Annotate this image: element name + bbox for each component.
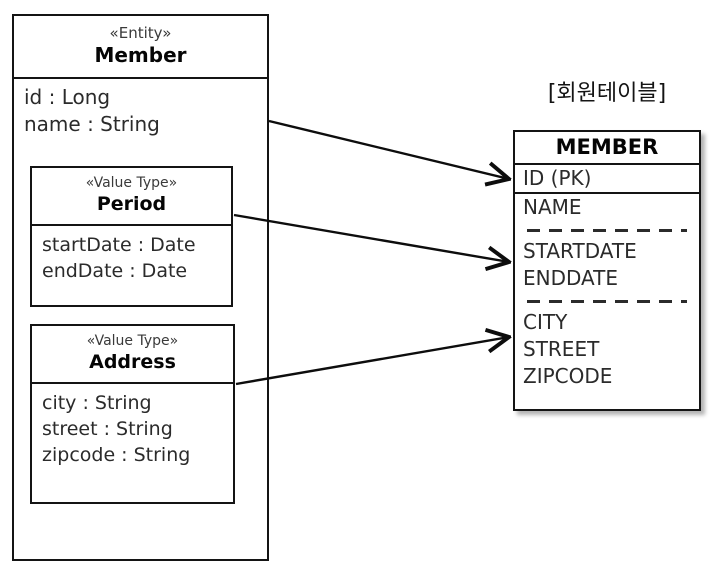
- uml-attribute: id : Long: [24, 85, 111, 109]
- uml-attribute: street : String: [42, 418, 173, 440]
- uml-stereotype-value-type: «Value Type»: [85, 175, 178, 191]
- connector-period-to-startdate: [233, 213, 509, 262]
- db-column-group-separator: [527, 294, 687, 307]
- uml-attribute: endDate : Date: [42, 260, 188, 282]
- db-column-name: NAME: [523, 195, 582, 219]
- connector-member-to-id: [268, 119, 509, 179]
- db-column-zipcode: ZIPCODE: [523, 364, 613, 388]
- uml-stereotype-entity: «Entity»: [109, 24, 172, 42]
- uml-class-period-attributes: startDate : Date endDate : Date: [32, 226, 231, 288]
- uml-attribute: startDate : Date: [42, 234, 196, 256]
- uml-class-name-member: Member: [94, 43, 187, 67]
- db-column-startdate: STARTDATE: [523, 239, 637, 263]
- db-column-street: STREET: [523, 337, 600, 361]
- uml-stereotype-value-type: «Value Type»: [86, 333, 179, 349]
- connector-address-to-city: [235, 337, 509, 386]
- db-column-id-pk: ID (PK): [515, 165, 699, 194]
- uml-class-period[interactable]: «Value Type» Period startDate : Date end…: [30, 166, 233, 307]
- uml-class-name-address: Address: [89, 351, 176, 373]
- db-column-enddate: ENDDATE: [523, 266, 619, 290]
- db-column-group-separator: [527, 223, 687, 236]
- uml-class-period-header: «Value Type» Period: [32, 168, 231, 226]
- uml-attribute: name : String: [24, 112, 160, 136]
- uml-class-name-period: Period: [96, 193, 167, 215]
- db-table-member[interactable]: MEMBER ID (PK) NAME STARTDATE ENDDATE CI…: [513, 130, 701, 411]
- uml-class-address-attributes: city : String street : String zipcode : …: [32, 384, 233, 472]
- table-caption: [회원테이블]: [547, 81, 667, 106]
- uml-class-member-header: «Entity» Member: [14, 16, 267, 79]
- db-table-columns: ID (PK) NAME STARTDATE ENDDATE CITY STRE…: [515, 165, 699, 390]
- db-table-title: MEMBER: [515, 132, 699, 165]
- uml-attribute: zipcode : String: [42, 444, 191, 466]
- db-column-city: CITY: [523, 310, 568, 334]
- uml-class-address[interactable]: «Value Type» Address city : String stree…: [30, 324, 235, 504]
- uml-class-address-header: «Value Type» Address: [32, 326, 233, 384]
- uml-attribute: city : String: [42, 392, 152, 414]
- uml-class-member-attributes: id : Long name : String: [14, 79, 267, 142]
